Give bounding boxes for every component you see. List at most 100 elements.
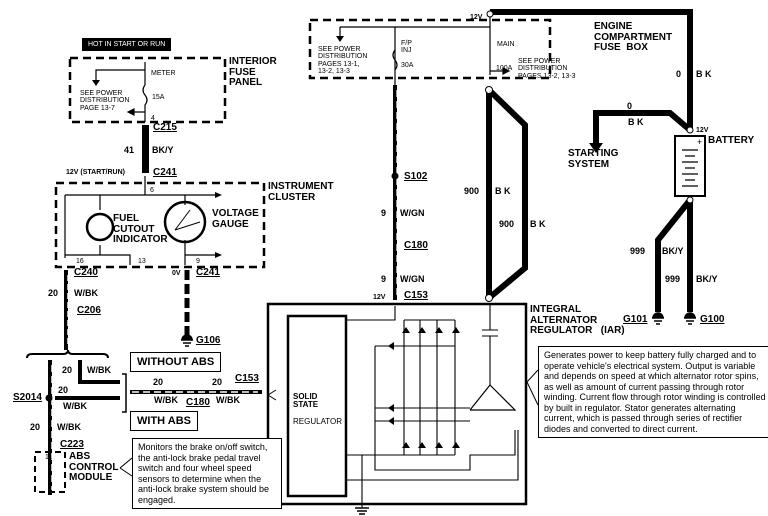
connector-g106: G106 [196, 335, 221, 346]
wire-9-a-color: W/GN [400, 208, 425, 218]
connector-c153-alternator: C153 [404, 290, 428, 301]
alternator-title: INTEGRAL ALTERNATOR REGULATOR (IAR) [530, 304, 625, 336]
wire-20-d-circuit: 20 [30, 422, 41, 432]
wire-9-a-circuit: 9 [381, 208, 387, 218]
cluster-ground-label: 0V [172, 270, 181, 277]
abs-select-bracket [122, 373, 127, 413]
wire-0-a-circuit: 0 [676, 69, 682, 79]
interior-fuse-pin: 4 [151, 115, 155, 122]
interior-fuse-feed [95, 62, 148, 122]
engine-see-power-left: SEE POWER DISTRIBUTION PAGES 13-1, 13-2,… [318, 46, 368, 76]
connector-c240: C240 [74, 267, 98, 278]
wire-41-color: BK/Y [152, 145, 174, 155]
with-abs-label: WITH ABS [130, 411, 198, 431]
wire-20-a-circuit: 20 [48, 288, 59, 298]
connector-c241-top: C241 [153, 167, 177, 178]
wire-20-b-color: W/BK [87, 365, 111, 375]
solid-state-regulator-box [286, 314, 348, 498]
hot-in-start-or-run-label: HOT IN START OR RUN [82, 38, 172, 51]
wire-999-a-circuit: 999 [630, 246, 646, 256]
wire-0-b-color: B K [628, 117, 644, 127]
interior-fuse-panel-box [68, 56, 227, 124]
cluster-circuit [64, 176, 215, 265]
see-power-arrow-left [126, 108, 145, 116]
wire-900-b-color: B K [530, 219, 546, 229]
abs-control-module-box [34, 451, 66, 493]
wire-900-a-color: B K [495, 186, 511, 196]
wire-999-a-color: BK/Y [662, 246, 684, 256]
cluster-pin-6: 6 [150, 187, 154, 194]
starting-system-arrow [589, 143, 603, 153]
voltage-gauge-dial [163, 200, 207, 244]
voltage-gauge-label: VOLTAGE GAUGE [212, 208, 259, 230]
wire-0-bk-battery-feed [490, 9, 693, 130]
cluster-pin-16: 16 [76, 258, 84, 265]
s102-splice [391, 172, 399, 180]
engine-fuse-box-title: ENGINE COMPARTMENT FUSE BOX [594, 21, 673, 53]
engine-fuse-box-voltage: 12V [470, 14, 483, 21]
meter-fuse-rating: 15A [152, 94, 165, 101]
cluster-pin-9: 9 [196, 258, 200, 265]
starting-system-label: STARTING SYSTEM [568, 148, 619, 170]
connector-c206: C206 [77, 305, 101, 316]
interior-see-power-text: SEE POWER DISTRIBUTION PAGE 13-7 [80, 90, 130, 112]
wire-20-b-circuit: 20 [62, 365, 73, 375]
wire-0-a-color: B K [696, 69, 712, 79]
battery-title: BATTERY [708, 135, 755, 146]
engine-fuse-box [308, 18, 552, 80]
wire-20-a-color: W/BK [74, 288, 98, 298]
abs-module-pin: 11 [45, 454, 53, 461]
without-abs-label: WITHOUT ABS [130, 352, 222, 372]
wire-9-b-color: W/GN [400, 274, 425, 284]
g100-ground-symbol [684, 312, 696, 325]
wire-900-a-circuit: 900 [464, 186, 480, 196]
wire-20-c-color: W/BK [63, 401, 87, 411]
instrument-cluster-box [54, 181, 266, 269]
connector-c223: C223 [60, 439, 84, 450]
interior-fuse-panel-title: INTERIOR FUSE PANEL [229, 56, 277, 88]
wire-41 [142, 125, 149, 173]
wire-41-circuit: 41 [124, 145, 135, 155]
abs-description-note: Monitors the brake on/off switch, the an… [132, 438, 282, 509]
g101-ground-symbol [652, 312, 664, 325]
fuel-cutout-indicator-label: FUEL CUTOUT INDICATOR [113, 213, 168, 245]
splice-s102: S102 [404, 171, 428, 182]
engine-fuse-bus [339, 14, 491, 85]
wire-900-b-circuit: 900 [499, 219, 515, 229]
engine-see-power-right: SEE POWER DISTRIBUTION PAGES 13-2, 13-3 [518, 58, 576, 80]
wire-20-c-circuit: 20 [58, 385, 69, 395]
wire-20-d-color: W/BK [57, 422, 81, 432]
alternator-internal-circuit [346, 304, 519, 508]
instrument-cluster-title: INSTRUMENT CLUSTER [268, 181, 334, 203]
wire-0-b-circuit: 0 [627, 101, 633, 111]
connector-c180-abs: C180 [186, 397, 210, 408]
ground-g101: G101 [623, 314, 648, 325]
solid-state-label: SOLID STATE [293, 392, 319, 410]
connector-c215: C215 [153, 122, 177, 133]
connector-c241-bottom: C241 [196, 267, 220, 278]
cluster-supply-label: 12V (START/RUN) [66, 169, 125, 176]
connector-c153-abs: C153 [235, 373, 259, 384]
g106-ground-symbol [181, 334, 193, 347]
abs-control-module-title: ABS CONTROL MODULE [69, 451, 119, 483]
alternator-box [266, 302, 528, 506]
see-power-arrow-down [92, 80, 100, 86]
wire-20-e-circuit: 20 [153, 377, 164, 387]
regulator-label: REGULATOR [293, 417, 343, 426]
wire-999-b-color: BK/Y [696, 274, 718, 284]
alternator-voltage: 12V [373, 294, 386, 301]
ground-g100: G100 [700, 314, 725, 325]
s2014-splice [45, 394, 53, 402]
wire-9-b-circuit: 9 [381, 274, 387, 284]
fuse-main-name: MAIN [497, 41, 515, 48]
stator-windings [469, 384, 517, 411]
wire-999-b-circuit: 999 [665, 274, 681, 284]
meter-fuse-name: METER [151, 70, 176, 77]
fuel-cutout-indicator-lamp [85, 212, 115, 242]
alternator-description-note: Generates power to keep battery fully ch… [538, 346, 768, 438]
wire-s2014-branch-upper [78, 360, 120, 384]
fuse-main-rating: 100A [496, 65, 513, 72]
wire-0-bk-starting [593, 110, 692, 148]
s2014-brace [26, 349, 109, 359]
